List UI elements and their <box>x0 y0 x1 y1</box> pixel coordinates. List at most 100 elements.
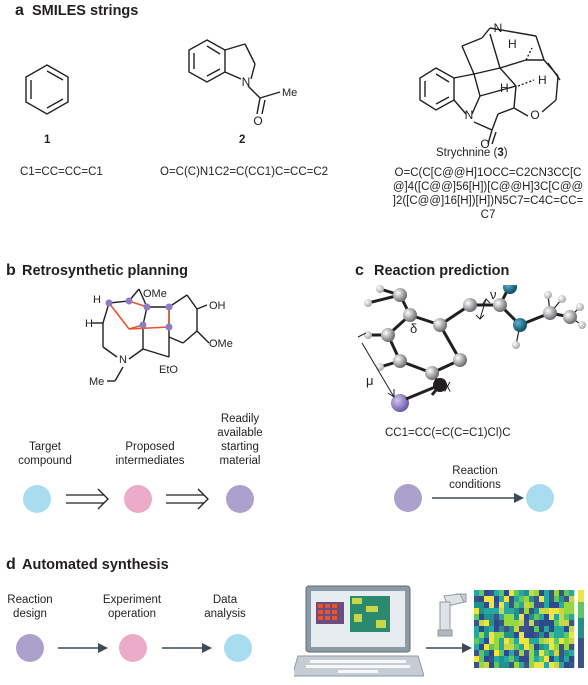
retro-oh-label: OH <box>209 300 226 312</box>
robot-arm-icon <box>437 593 467 637</box>
heatmap-cell <box>544 644 550 651</box>
heatmap-cell <box>549 590 555 597</box>
heatmap-cell <box>509 614 515 621</box>
panel-d-letter: d <box>6 556 16 573</box>
heatmap-cell <box>564 596 570 603</box>
heatmap-cell <box>564 614 570 621</box>
heatmap-cell <box>539 596 545 603</box>
heatmap-cell <box>514 626 520 633</box>
heatmap-cell <box>474 632 480 639</box>
heatmap-cell <box>554 620 560 627</box>
heatmap-cell <box>529 596 535 603</box>
heatmap-cell <box>569 656 575 663</box>
heatmap-cell <box>509 656 515 663</box>
retrosynthesis-target-structure: H H OMe OH OMe N EtO Me <box>85 288 233 388</box>
heatmap-cell <box>529 650 535 657</box>
operation-node <box>119 634 147 662</box>
heatmap-cell <box>564 608 570 615</box>
heatmap-cell <box>534 620 540 627</box>
laptop-illustration <box>294 585 424 677</box>
heatmap-cell <box>509 650 515 657</box>
heatmap-cell <box>569 614 575 621</box>
heatmap-cell <box>534 650 540 657</box>
heatmap-cell <box>504 632 510 639</box>
heatmap-cell <box>499 644 505 651</box>
compound-2-number: 2 <box>239 134 246 146</box>
heatmap-cell <box>494 644 500 651</box>
heatmap-cell <box>474 626 480 633</box>
retro-h-label-2: H <box>85 318 93 330</box>
heatmap-cell <box>549 602 555 609</box>
heatmap-cell <box>499 626 505 633</box>
heatmap-cell <box>544 626 550 633</box>
retro-ome-label-2: OMe <box>209 338 233 350</box>
strychnine-top-n-label: N <box>494 21 503 35</box>
heatmap-cell <box>514 614 520 621</box>
heatmap-cell <box>479 662 485 668</box>
heatmap-cell <box>504 650 510 657</box>
automation-flow <box>16 634 252 662</box>
design-node <box>16 634 44 662</box>
heatmap-cell <box>514 590 520 597</box>
heatmap-cell <box>474 602 480 609</box>
heatmap-cell <box>499 662 505 668</box>
heatmap-cell <box>529 644 535 651</box>
heatmap-cell <box>514 644 520 651</box>
panel-b-letter: b <box>6 262 16 279</box>
heatmap-cell <box>514 632 520 639</box>
heatmap-cell <box>509 602 515 609</box>
heatmap-cell <box>504 626 510 633</box>
heatmap-cell <box>544 620 550 627</box>
retro-ome-label-1: OMe <box>143 288 167 300</box>
heatmap-cell <box>554 596 560 603</box>
heatmap-cell <box>489 626 495 633</box>
reactant-node <box>394 484 422 512</box>
heatmap-cell <box>559 596 565 603</box>
heatmap-cell <box>564 644 570 651</box>
chlorine-atom <box>391 394 409 412</box>
heatmap-cell <box>534 608 540 615</box>
heatmap-cell <box>534 638 540 645</box>
heatmap-cell <box>554 614 560 621</box>
heatmap-cell <box>529 626 535 633</box>
heatmap-cell <box>544 596 550 603</box>
heatmap-cell <box>499 602 505 609</box>
heatmap-cell <box>479 656 485 663</box>
heatmap-cell <box>489 596 495 603</box>
retro-arrow-1 <box>66 488 109 510</box>
panel-d-title: Automated synthesis <box>22 557 169 573</box>
heatmap-cell <box>474 662 480 668</box>
heatmap-cell <box>564 632 570 639</box>
heatmap-cell <box>539 638 545 645</box>
heatmap-cell <box>494 656 500 663</box>
heatmap-cell <box>484 620 490 627</box>
heatmap-cell <box>519 626 525 633</box>
heatmap-cell <box>524 644 530 651</box>
heatmap-cell <box>534 614 540 621</box>
atom-me-label: Me <box>282 87 297 99</box>
heatmap-cell <box>489 608 495 615</box>
heatmap-cell <box>479 638 485 645</box>
compound-2-smiles: O=C(C)N1C2=C(CC1)C=CC=C2 <box>160 166 329 178</box>
heatmap-cell <box>524 650 530 657</box>
heatmap-cell <box>499 632 505 639</box>
heatmap-cell <box>539 590 545 597</box>
heatmap-cell <box>524 656 530 663</box>
heatmap-cell <box>514 650 520 657</box>
heatmap-cell <box>544 650 550 657</box>
heatmap-cell <box>474 656 480 663</box>
heatmap-cell <box>554 602 560 609</box>
heatmap-cell <box>544 590 550 597</box>
compound-1-number: 1 <box>44 134 51 146</box>
retro-n-label: N <box>119 354 127 366</box>
benzene-structure <box>25 64 69 115</box>
heatmap-cell <box>504 638 510 645</box>
heatmap-cell <box>554 638 560 645</box>
heatmap-cell <box>569 596 575 603</box>
heatmap-cell <box>494 662 500 668</box>
heatmap-cell <box>544 632 550 639</box>
